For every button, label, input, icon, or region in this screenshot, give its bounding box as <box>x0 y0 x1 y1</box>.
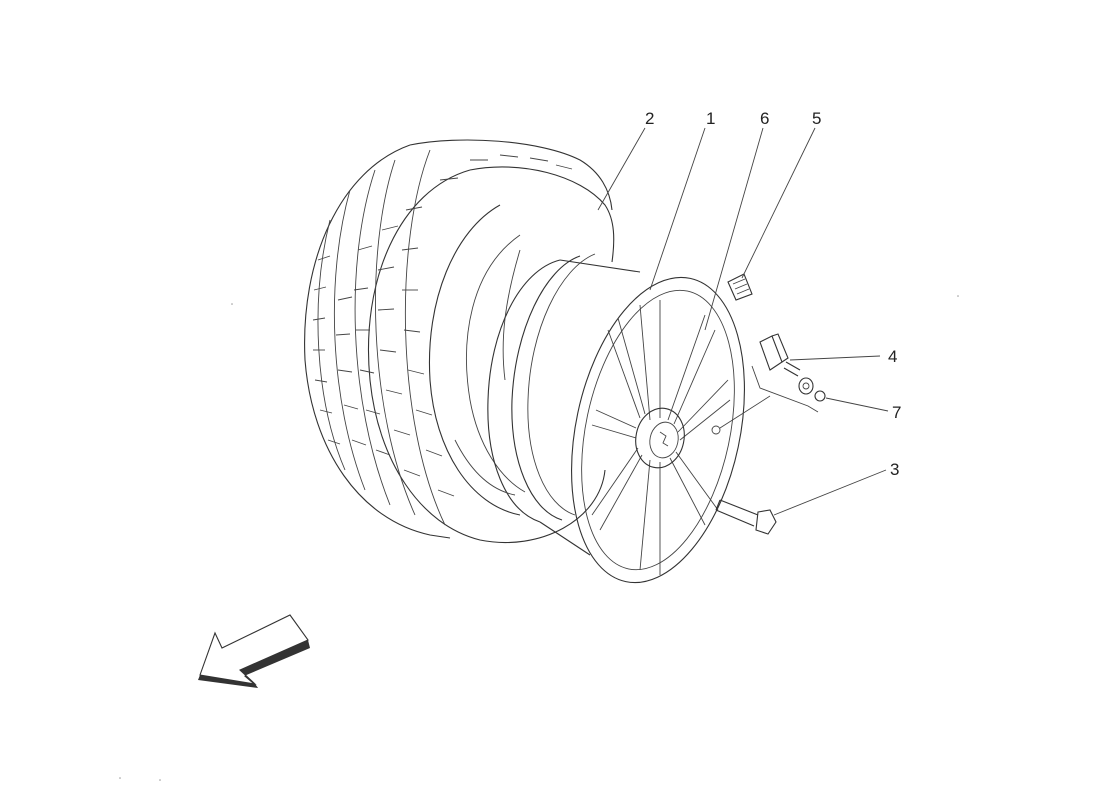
wheel-rim[interactable] <box>454 249 770 599</box>
callout-2: 2 <box>645 109 654 128</box>
callout-5: 5 <box>812 109 821 128</box>
tire[interactable] <box>304 139 615 544</box>
pressure-sensor[interactable] <box>751 333 819 413</box>
wheel-bolt[interactable] <box>715 499 777 535</box>
label-plate[interactable] <box>727 273 753 301</box>
tread-pattern <box>312 154 573 497</box>
wheel-spokes <box>591 300 731 575</box>
callout-1: 1 <box>706 109 715 128</box>
arrow-icon <box>198 614 310 688</box>
specks <box>119 295 959 781</box>
valve-nut[interactable] <box>798 377 826 402</box>
callout-7: 7 <box>892 403 901 422</box>
callout-3: 3 <box>890 460 899 479</box>
callout-numbers: 2 1 6 5 4 7 3 <box>645 109 901 479</box>
callout-4: 4 <box>888 347 897 366</box>
leader-lines <box>597 127 889 516</box>
callout-6: 6 <box>760 109 769 128</box>
